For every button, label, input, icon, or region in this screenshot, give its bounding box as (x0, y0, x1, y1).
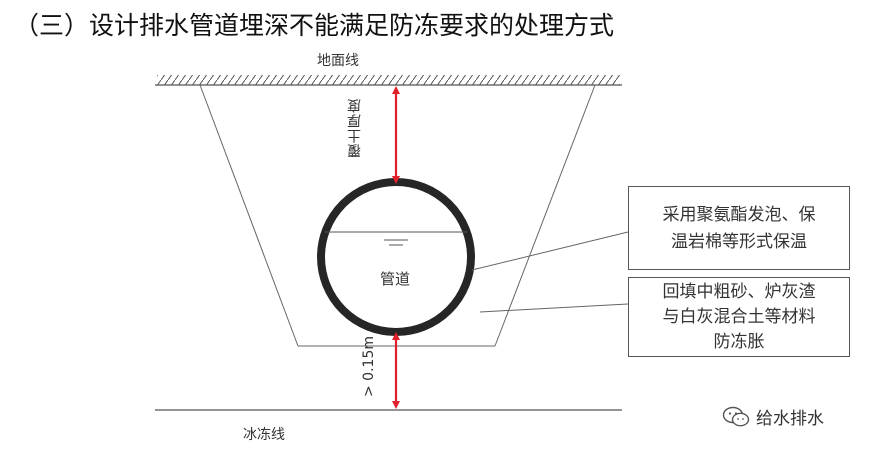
trench-right-wall (494, 84, 596, 347)
watermark: 给水排水 (722, 404, 824, 429)
backfill-callout: 回填中粗砂、炉灰渣 与白灰混合土等材料 防冻胀 (628, 277, 850, 357)
insulation-callout: 采用聚氨酯发泡、保 温岩棉等形式保温 (628, 186, 850, 270)
insulation-leader (471, 231, 629, 271)
pipe-ring (317, 178, 475, 336)
min-depth-label: > 0.15m (361, 336, 377, 397)
wechat-icon (722, 406, 750, 426)
backfill-callout-line: 回填中粗砂、炉灰渣 (662, 282, 816, 302)
backfill-callout-line: 与白灰混合土等材料 (662, 307, 816, 327)
ground-hatching (157, 75, 620, 85)
insulation-callout-line: 温岩棉等形式保温 (671, 232, 807, 252)
trench-left-wall (199, 84, 299, 347)
backfill-leader (479, 303, 629, 313)
watermark-text: 给水排水 (756, 409, 824, 429)
cover-thickness-label: 覆土厚度 (347, 98, 363, 158)
pipe-label: 管道 (380, 270, 411, 288)
backfill-callout-line: 防冻胀 (713, 332, 765, 352)
insulation-callout-line: 采用聚氨酯发泡、保 (662, 205, 816, 225)
frost-line-label: 冰冻线 (243, 427, 285, 443)
page-title: （三）设计排水管道埋深不能满足防冻要求的处理方式 (14, 11, 615, 40)
ground-line-label: 地面线 (317, 53, 359, 69)
